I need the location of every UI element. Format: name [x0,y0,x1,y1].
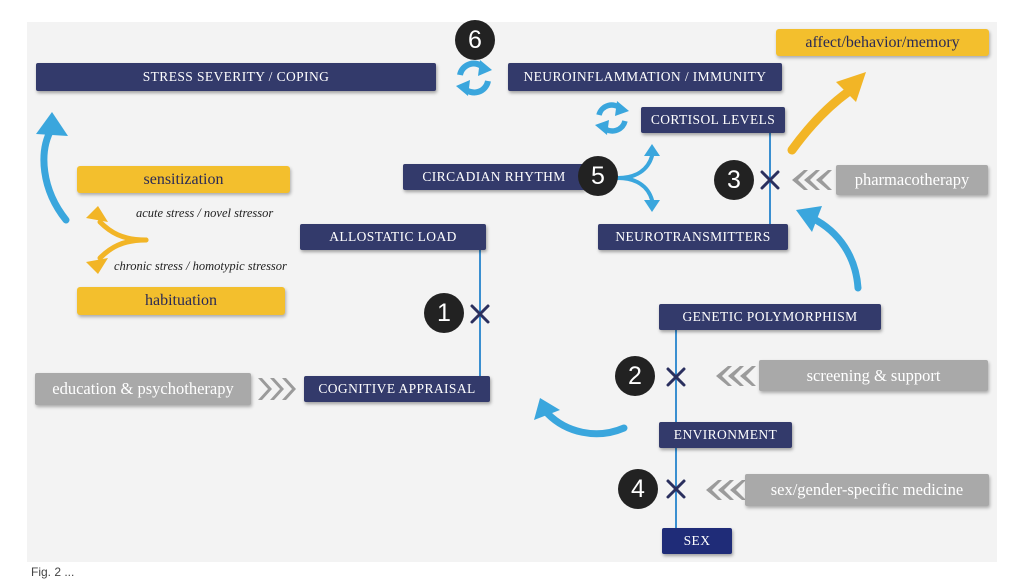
split-arrow-icon [644,144,660,156]
neuroinflammation-box: NEUROINFLAMMATION / IMMUNITY [508,63,782,91]
allostatic-load-box: ALLOSTATIC LOAD [300,224,486,250]
curved-arrow-icon [787,72,866,155]
stress-severity-box: STRESS SEVERITY / COPING [36,63,436,91]
curved-arrow-icon [796,206,862,292]
cognitive-appraisal-box: COGNITIVE APPRAISAL [304,376,490,402]
split-arrow-icon [86,206,108,222]
cross-icon [666,479,686,499]
curved-arrow-icon [534,398,628,438]
pharmacotherapy-box: pharmacotherapy [836,165,988,195]
sex-gender-medicine-box: sex/gender-specific medicine [745,474,989,506]
split-arrow-icon [644,200,660,212]
affect-behavior-memory-box: affect/behavior/memory [776,29,989,56]
chevron-triple-icon [706,480,746,500]
split-arrow-icon [97,219,149,261]
figure-caption: Fig. 2 ... [31,565,75,579]
screening-support-box: screening & support [759,360,988,391]
cross-icon [760,170,780,190]
circadian-box: CIRCADIAN RHYTHM [403,164,585,190]
curved-arrow-icon [36,112,70,224]
split-arrow-icon [86,258,108,274]
refresh-cycle-icon [595,101,629,135]
refresh-cycle-icon [456,60,492,96]
cross-icon [666,367,686,387]
sensitization-box: sensitization [77,166,290,193]
genetic-polymorphism-box: GENETIC POLYMORPHISM [659,304,881,330]
chevron-triple-icon [258,378,296,400]
marker-6: 6 [455,20,495,60]
education-psychotherapy-box: education & psychotherapy [35,373,251,405]
cross-icon [470,304,490,324]
marker-5: 5 [578,156,618,196]
marker-2: 2 [615,356,655,396]
sex-box: SEX [662,528,732,554]
chronic-stress-note: chronic stress / homotypic stressor [114,259,287,273]
habituation-box: habituation [77,287,285,315]
split-arrow-icon [616,154,654,202]
chevron-triple-icon [716,366,756,386]
cortisol-box: CORTISOL LEVELS [641,107,785,133]
marker-1: 1 [424,293,464,333]
environment-box: ENVIRONMENT [659,422,792,448]
neurotransmitters-box: NEUROTRANSMITTERS [598,224,788,250]
chevron-triple-icon [792,170,832,190]
marker-4: 4 [618,469,658,509]
acute-stress-note: acute stress / novel stressor [136,206,274,220]
marker-3: 3 [714,160,754,200]
